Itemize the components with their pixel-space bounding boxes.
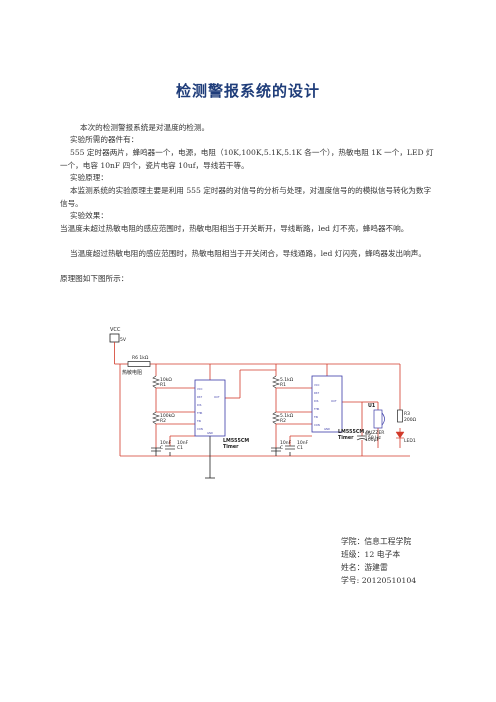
- circuit-schematic: VCC 5V: [109, 327, 417, 479]
- timer-chip-b: [311, 375, 343, 433]
- vcc-symbol: [109, 333, 120, 343]
- svg-text:THR: THR: [197, 411, 203, 415]
- r2a-ref: R2: [160, 418, 166, 424]
- info-college: 学院：信息工程学院: [341, 537, 412, 546]
- resistor-r1-right: [272, 375, 280, 389]
- thermistor-label: 热敏电阻: [122, 369, 142, 376]
- cb-value: 10nF: [280, 440, 292, 446]
- svg-text:THR: THR: [314, 407, 320, 411]
- resistor-r3: [397, 409, 403, 423]
- wires: [114, 342, 410, 457]
- resistor-r2-left: [152, 411, 160, 425]
- paragraph-effect-normal: 当温度未超过热敏电阻的感应范围时，热敏电阻相当于开关断开，导线断路，led 灯不…: [60, 224, 409, 233]
- paragraph-components-heading: 实验所需的器件有：: [70, 135, 139, 144]
- svg-text:OUT: OUT: [331, 399, 337, 403]
- r6-label: R6 1kΩ: [132, 355, 149, 361]
- r1b-ref: R1: [280, 382, 286, 388]
- c5-ref: C5: [365, 431, 371, 437]
- paragraph-principle-heading: 实验原理：: [70, 173, 108, 182]
- buzzer-ref: U1: [368, 403, 375, 409]
- capacitor-c1-left: [165, 445, 175, 450]
- paragraph-diagram-intro: 原理图如下图所示：: [60, 274, 129, 283]
- info-student-id: 学号: 20120510104: [341, 576, 417, 585]
- svg-text:OUT: OUT: [214, 395, 220, 399]
- buzzer-symbol: [373, 409, 383, 429]
- paragraph-principle: 本监测系统的实验原理主要是利用 555 定时器的对信号的分析与处理，对温度信号的…: [60, 186, 432, 208]
- capacitor-c-right: [271, 447, 281, 452]
- svg-text:DIS: DIS: [314, 399, 319, 403]
- buzzer-label: BUZZER: [366, 430, 384, 436]
- svg-text:CON: CON: [314, 423, 320, 427]
- svg-text:CON: CON: [197, 427, 203, 431]
- paragraph-intro: 本次的检测警报系统是对温度的检测。: [80, 123, 210, 132]
- c1b-ref: C1: [297, 445, 303, 451]
- led-ref: LED1: [404, 438, 416, 444]
- svg-text:DIS: DIS: [197, 403, 202, 407]
- chip-b-type: Timer: [338, 435, 354, 441]
- vcc-voltage: 5V: [120, 337, 127, 343]
- c5-value: 100µF: [365, 437, 379, 443]
- buzzer-horn-icon: [381, 412, 385, 426]
- resistor-r1-left: [152, 375, 160, 389]
- svg-text:VCC: VCC: [197, 387, 203, 391]
- page-title: 检测警报系统的设计: [175, 82, 320, 100]
- r1a-ref: R1: [160, 382, 166, 388]
- info-class: 班级：12 电子本: [341, 550, 401, 559]
- resistor-r2-right: [272, 411, 280, 425]
- c1a-ref: C1: [177, 445, 183, 451]
- paragraph-components-list: 555 定时器两片，蜂鸣器一个，电源，电阻（10K,100K,5.1K,5.1K…: [60, 148, 434, 170]
- chip-a-model: LM555CM: [223, 438, 249, 444]
- chip-b-pins: VCC RST DIS THR TRI CON OUT GND: [314, 383, 337, 431]
- c1a-value: 10nF: [177, 440, 189, 446]
- svg-text:TRI: TRI: [314, 415, 318, 419]
- capacitor-c-left: [151, 447, 161, 452]
- thermistor-r6: [127, 361, 151, 367]
- paragraph-effect-heading: 实验效果：: [70, 211, 108, 220]
- buzzer-frequency: 50 Hz: [368, 435, 382, 441]
- svg-text:VCC: VCC: [314, 383, 320, 387]
- svg-text:RST: RST: [197, 395, 202, 399]
- r2a-value: 100kΩ: [160, 413, 175, 419]
- capacitor-c5: [356, 435, 368, 441]
- svg-text:GND: GND: [324, 427, 330, 431]
- chip-a-pins: VCC RST DIS THR TRI CON OUT GND: [197, 387, 220, 435]
- timer-chip-a: [194, 379, 226, 437]
- ca-value: 10nF: [160, 440, 172, 446]
- r1a-value: 10kΩ: [160, 377, 172, 383]
- r2b-value: 5.1kΩ: [280, 413, 294, 419]
- chip-a-type: Timer: [223, 444, 239, 450]
- ground-wire: [155, 436, 291, 478]
- capacitor-c1-right: [285, 445, 295, 450]
- r3-value: 200Ω: [404, 417, 417, 423]
- r3-ref: R3: [404, 411, 410, 417]
- led-icon: [395, 431, 405, 439]
- paragraph-effect-alarm: 当温度超过热敏电阻的感应范围时，热敏电阻相当于开关闭合，导线通路，led 灯闪亮…: [70, 249, 426, 258]
- ca-ref: C: [160, 445, 163, 451]
- svg-text:TRI: TRI: [197, 419, 201, 423]
- c1b-value: 10nF: [297, 440, 309, 446]
- svg-text:GND: GND: [207, 431, 213, 435]
- svg-text:RST: RST: [314, 391, 319, 395]
- chip-b-model: LM555CM: [338, 429, 364, 435]
- info-name: 姓名：游建雷: [341, 563, 388, 572]
- vcc-label: VCC: [110, 327, 121, 333]
- r1b-value: 5.1kΩ: [280, 377, 294, 383]
- cb-ref: C: [280, 445, 283, 451]
- r2b-ref: R2: [280, 418, 286, 424]
